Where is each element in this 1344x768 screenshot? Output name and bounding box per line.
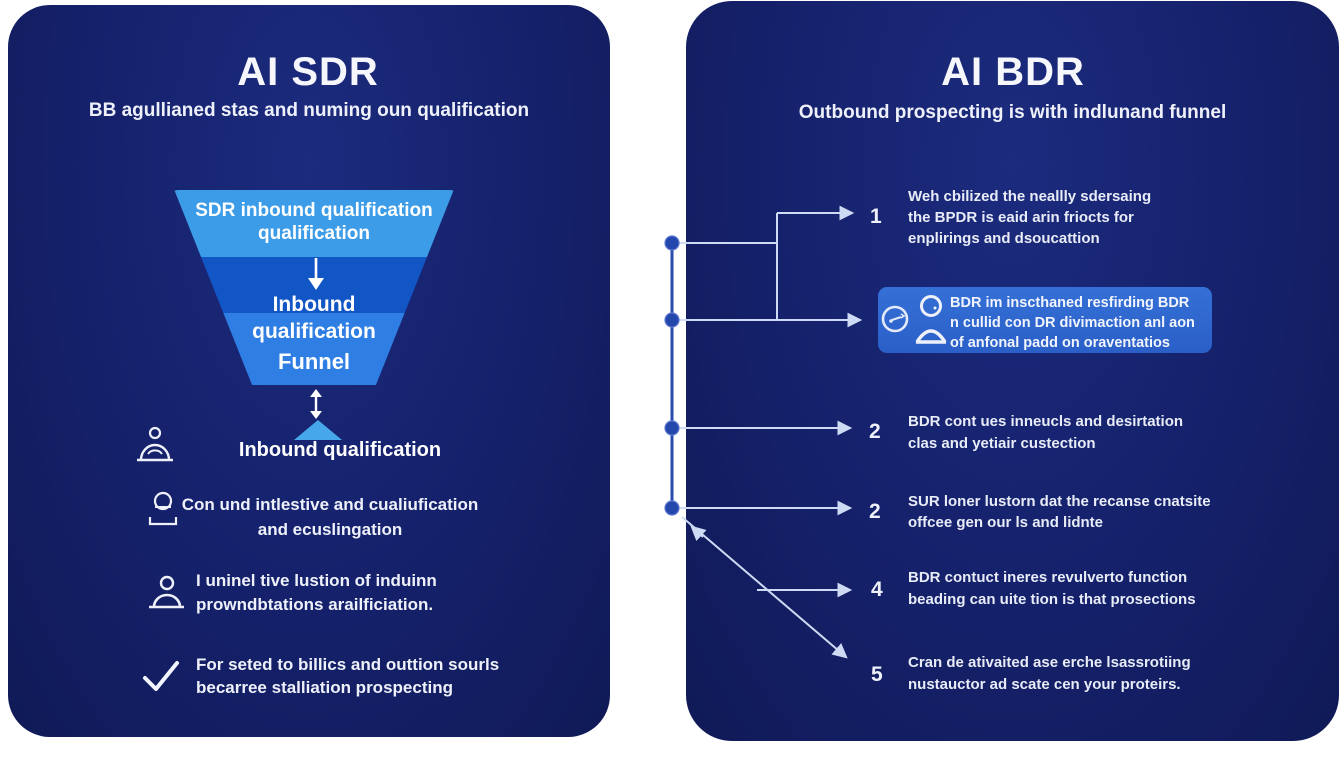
step-3-line-1: SUR loner lustorn dat the recanse cnatsi… <box>908 493 1211 510</box>
step-5-line-1: Cran de ativaited ase erche lsassrotiing <box>908 654 1191 671</box>
funnel-down-arrow-icon <box>308 258 324 290</box>
step-4-number: 4 <box>871 578 883 601</box>
step-1-line-2: the BPDR is eaid arin friocts for <box>908 209 1134 226</box>
step-3-line-2: offcee gen our ls and lidnte <box>908 514 1104 531</box>
person-icon <box>915 295 947 344</box>
item-2-line-2: prowndbtations arailficiation. <box>196 595 434 614</box>
clock-icon <box>881 305 909 333</box>
item-3-line-2: becarree stalliation prospecting <box>196 678 453 697</box>
item-1-line-2: and ecuslingation <box>257 520 403 539</box>
check-icon <box>143 661 179 691</box>
funnel-top-section <box>174 190 454 257</box>
funnel-bottom-label-2: Funnel <box>277 349 351 374</box>
highlight-box-line-1: BDR im inscthaned resfirding BDR <box>950 295 1190 311</box>
step-3-number: 2 <box>869 500 881 523</box>
step-4-line-2: beading can uite tion is that prosection… <box>908 591 1196 608</box>
person-icon <box>149 575 184 609</box>
left-panel-subtitle: BB agullianed stas and numing oun qualif… <box>88 100 530 121</box>
left-panel-title: AI SDR <box>237 50 379 94</box>
item-3-line-1: For seted to billics and outtion sourls <box>196 655 500 674</box>
item-1-line-1: Con und intlestive and cualiufication <box>181 495 479 514</box>
funnel-mid-label: Inbound <box>272 293 356 316</box>
right-panel-title: AI BDR <box>941 50 1085 94</box>
step-2-number: 2 <box>869 420 881 443</box>
step-4-line-1: BDR contuct ineres revulverto function <box>908 569 1188 586</box>
double-arrow-icon <box>310 389 322 419</box>
step-5-line-2: nustauctor ad scate cen your proteirs. <box>908 676 1181 693</box>
step-2-line-2: clas and yetiair custection <box>908 435 1096 452</box>
step-1-line-1: Weh cbilized the neallly sdersaing <box>908 188 1152 205</box>
funnel-tip-triangle <box>294 420 342 440</box>
item-2-line-1: I uninel tive lustion of induinn <box>196 571 437 590</box>
highlight-box-line-3: of anfonal padd on oraventatios <box>950 335 1170 351</box>
funnel-caption: Inbound qualification <box>238 439 442 461</box>
funnel-bottom-label-1: qualification <box>252 320 376 343</box>
step-5-number: 5 <box>871 663 883 686</box>
step-1-number: 1 <box>870 205 882 228</box>
step-2-line-1: BDR cont ues inneucls and desirtation <box>908 413 1184 430</box>
step-1-line-3: enplirings and dsoucattion <box>908 230 1100 247</box>
highlight-box-line-2: n cullid con DR divimaction anl aon <box>950 315 1195 331</box>
funnel-top-label-2: qualification <box>258 223 370 244</box>
right-panel-subtitle: Outbound prospecting is with indlunand f… <box>798 102 1227 123</box>
agent-desk-icon <box>137 426 173 462</box>
funnel-top-label-1: SDR inbound qualification <box>195 200 433 221</box>
user-bracket-icon <box>148 491 178 526</box>
